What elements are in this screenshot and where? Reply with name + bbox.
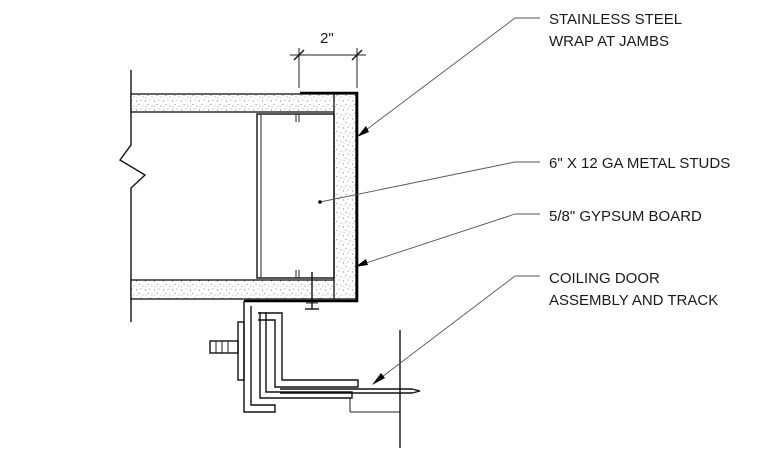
callout-gypsum-line1: 5/8" GYPSUM BOARD: [549, 208, 702, 225]
callout-studs-line1: 6" X 12 GA METAL STUDS: [549, 155, 730, 172]
leader-studs: [318, 161, 540, 204]
wrap-fastener: [305, 272, 319, 310]
callout-wrap: STAINLESS STEEL WRAP AT JAMBS: [549, 11, 682, 50]
gypsum-board-bottom: [130, 279, 338, 300]
callout-door: COILING DOOR ASSEMBLY AND TRACK: [549, 270, 718, 309]
callout-door-line2: ASSEMBLY AND TRACK: [549, 292, 718, 309]
gypsum-board-top: [130, 93, 338, 113]
leader-wrap: [357, 17, 540, 137]
callout-wrap-line2: WRAP AT JAMBS: [549, 33, 669, 50]
metal-stud: [256, 113, 335, 279]
wall-break-line: [118, 70, 147, 322]
dimension-2in: [290, 48, 366, 88]
callout-door-line1: COILING DOOR: [549, 270, 660, 287]
callout-gypsum: 5/8" GYPSUM BOARD: [549, 208, 702, 225]
stainless-steel-wrap: [244, 91, 359, 303]
coiling-door-track: [209, 301, 421, 448]
dimension-label: 2": [320, 30, 334, 47]
callout-studs: 6" X 12 GA METAL STUDS: [549, 155, 730, 172]
callout-wrap-line1: STAINLESS STEEL: [549, 11, 682, 28]
leader-gypsum: [355, 213, 540, 267]
leader-door: [372, 275, 540, 385]
